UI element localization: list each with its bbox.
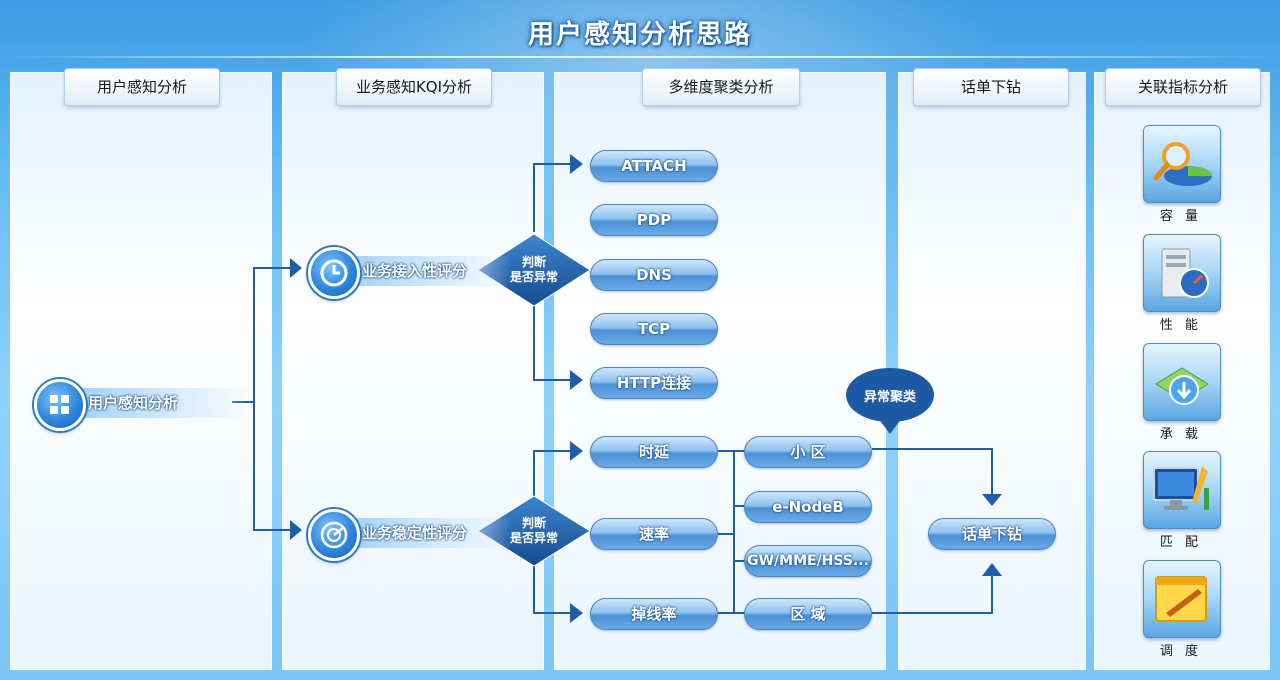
cluster-enodeb[interactable]: e-NodeB: [744, 491, 872, 523]
anomaly-bubble-label: 异常聚类: [863, 390, 916, 405]
page-title: 用户感知分析思路: [527, 20, 752, 50]
connector-to-droprate: [533, 566, 572, 614]
item-rate[interactable]: 速率: [590, 518, 718, 550]
root-node-label[interactable]: 用户感知分析: [70, 388, 248, 418]
item-droprate[interactable]: 掉线率: [590, 598, 718, 630]
cluster-region[interactable]: 区 域: [744, 598, 872, 630]
title-underline: [0, 56, 1280, 58]
clock-icon[interactable]: [308, 247, 360, 299]
arrow-droprate: [570, 603, 583, 623]
connector-to-http: [533, 306, 572, 381]
radar-icon[interactable]: [308, 509, 360, 561]
connector-region-to-drill: [872, 574, 993, 614]
column-header-user-perception: 用户感知分析: [64, 68, 220, 106]
cluster-cell[interactable]: 小 区: [744, 436, 872, 468]
monitor-tools-icon[interactable]: [1143, 451, 1221, 529]
arrow-drill-top: [982, 494, 1002, 506]
item-dns[interactable]: DNS: [590, 259, 718, 291]
cluster-gw[interactable]: GW/MME/HSS...: [744, 545, 872, 577]
connector-cell-to-drill: [872, 448, 993, 496]
panel-kqi: [282, 72, 544, 670]
column-header-clustering: 多维度聚类分析: [642, 68, 800, 106]
decision-text-access: 判断是否异常: [509, 255, 558, 284]
indicator-label-match: 匹 配: [1159, 535, 1203, 550]
arrow-access: [290, 258, 302, 278]
column-header-kqi: 业务感知KQI分析: [336, 68, 492, 106]
server-gauge-icon[interactable]: [1143, 234, 1221, 312]
item-attach[interactable]: ATTACH: [590, 150, 718, 182]
item-pdp[interactable]: PDP: [590, 204, 718, 236]
grid-icon[interactable]: [34, 379, 86, 431]
connector-to-attach: [533, 163, 572, 232]
edit-window-icon[interactable]: [1143, 560, 1221, 638]
access-score-label[interactable]: 业务接入性评分: [344, 256, 512, 286]
arrow-drill-bottom: [982, 563, 1002, 576]
arrow-delay: [570, 441, 583, 461]
arrow-attach: [570, 154, 583, 174]
decision-text-stability: 判断是否异常: [509, 516, 558, 545]
indicator-label-schedule: 调 度: [1159, 644, 1203, 659]
indicator-label-performance: 性 能: [1159, 318, 1203, 333]
arrow-stability: [290, 520, 302, 540]
anomaly-bubble-tail: [878, 418, 902, 434]
column-header-drilldown: 话单下钻: [913, 68, 1069, 106]
item-http[interactable]: HTTP连接: [590, 367, 718, 399]
connector-root-stability: [253, 402, 292, 531]
stability-score-label[interactable]: 业务稳定性评分: [344, 518, 512, 548]
arrow-http: [570, 370, 583, 390]
item-delay[interactable]: 时延: [590, 436, 718, 468]
connector-to-delay: [533, 450, 572, 496]
drilldown-node[interactable]: 话单下钻: [928, 518, 1056, 550]
magnifier-chart-icon[interactable]: [1143, 125, 1221, 203]
indicator-label-capacity: 容 量: [1159, 209, 1203, 224]
indicator-label-bearer: 承 载: [1159, 427, 1203, 442]
download-icon[interactable]: [1143, 343, 1221, 421]
panel-user-perception: [10, 72, 272, 670]
column-header-indicators: 关联指标分析: [1105, 68, 1261, 106]
item-tcp[interactable]: TCP: [590, 313, 718, 345]
connector-root-access: [232, 267, 292, 403]
anomaly-bubble-shape: [846, 368, 934, 422]
